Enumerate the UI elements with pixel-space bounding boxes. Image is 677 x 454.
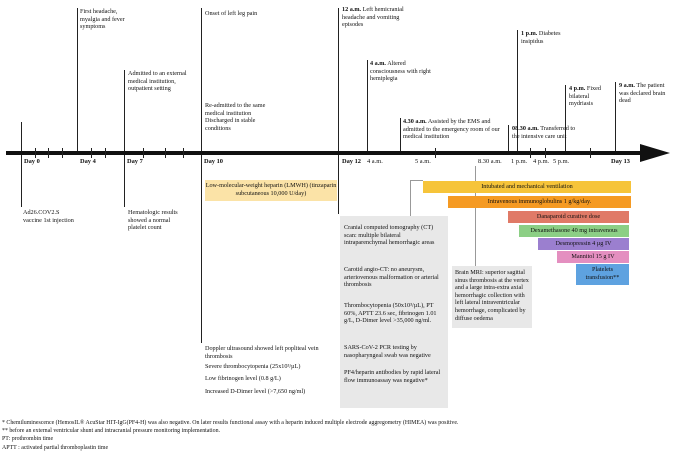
timeline-1pm: 1 p.m.	[511, 158, 528, 165]
event-line-day7	[124, 70, 125, 153]
mri-connector	[475, 166, 476, 266]
timeline-day4: Day 4	[80, 158, 96, 165]
event-altered-time: 4 a.m.	[370, 60, 386, 67]
timeline-day0: Day 0	[24, 158, 40, 165]
event-brain-dead: 9 a.m. The patient was declared brain de…	[619, 82, 675, 105]
event-line-1pm	[517, 30, 518, 153]
event-line-day0-below	[21, 151, 22, 207]
event-line-day12-below	[338, 151, 339, 214]
event-doppler: Doppler ultrasound showed left popliteal…	[205, 345, 319, 360]
axis-tick	[545, 148, 546, 158]
ct-panel-line: Carotid angio-CT: no aneurysm, arteriove…	[344, 266, 439, 289]
event-mydriasis: 4 p.m. Fixed bilateral mydriasis	[569, 85, 613, 108]
event-line-day10	[201, 8, 202, 153]
event-hemicranial: 12 a.m. Left hemicranial headache and vo…	[342, 6, 410, 29]
timeline-5pm: 5 p.m.	[553, 158, 570, 165]
treatment-danaparoid: Danaparoid curative dose	[508, 211, 629, 223]
axis-tick	[35, 148, 36, 158]
event-line-830am	[508, 125, 509, 153]
event-ems-text: Assisted by the EMS and admitted to the …	[403, 118, 500, 141]
ct-connector-h	[410, 180, 423, 181]
treatment-platelets: Platelets transfusion**	[576, 264, 629, 285]
ct-panel-line: Cranial computed tomography (CT) scan: m…	[344, 224, 435, 247]
timeline-day10: Day 10	[204, 158, 223, 165]
event-line-day0-above	[21, 122, 22, 154]
treatment-mannitol: Mannitol 15 g IV	[557, 251, 629, 263]
event-ddimer: Increased D-Dimer level (>7,650 ng/ml)	[205, 388, 306, 395]
event-vaccine: Ad26.COV2.S vaccine 1st injection	[23, 209, 74, 224]
axis-tick	[165, 148, 166, 158]
axis-tick	[143, 148, 144, 158]
event-diabetes-time: 1 p.m.	[521, 30, 538, 37]
event-hemicranial-text: Left hemicranial headache and vomiting e…	[342, 6, 404, 29]
footnote: * Chemiluminescence (HemosIL® AcuStar HI…	[2, 420, 459, 426]
footnote: APTT : activated partial thromboplastin …	[2, 445, 109, 451]
event-line-day4	[77, 8, 78, 153]
axis-tick	[91, 148, 92, 158]
event-line-day7-below	[124, 151, 125, 207]
ct-panel-line: SARS-CoV-2 PCR testing by nasopharyngeal…	[344, 344, 431, 359]
ct-panel-line: PF4/heparin antibodies by rapid lateral …	[344, 369, 441, 384]
axis-tick	[62, 148, 63, 158]
axis-tick	[48, 148, 49, 158]
ct-connector	[410, 180, 411, 216]
timeline-day12: Day 12	[342, 158, 361, 165]
timeline-day7: Day 7	[127, 158, 143, 165]
ct-lab-panel: Cranial computed tomography (CT) scan: m…	[340, 216, 448, 408]
event-line-4pm	[565, 85, 566, 153]
event-line-day10-below	[201, 151, 202, 343]
axis-tick	[183, 148, 184, 158]
event-hemicranial-time: 12 a.m.	[342, 6, 362, 13]
event-admitted-external: Admitted to an external medical institut…	[128, 70, 187, 93]
event-ems: 4.30 a.m. Assisted by the EMS and admitt…	[403, 118, 507, 141]
event-hematologic: Hematologic results showed a normal plat…	[128, 209, 178, 232]
treatment-ivig: Intravenous immunoglobulins 1 g/kg/day.	[448, 196, 631, 208]
event-diabetes-text: Diabetes insipidus	[521, 30, 561, 45]
lmwh-bar: Low-molecular-weight heparin (LMWH) (tin…	[205, 180, 337, 201]
axis-tick	[590, 148, 591, 158]
event-mydriasis-text: Fixed bilateral mydriasis	[569, 85, 601, 108]
axis-tick	[435, 148, 436, 158]
axis-tick	[105, 148, 106, 158]
axis-tick	[530, 148, 531, 158]
ct-panel-line: Thrombocytopenia (50x10³/µL), PT 60%, AP…	[344, 302, 437, 325]
treatment-dexamethasone: Dexamethasone 40 mg intravenous	[519, 225, 629, 237]
event-altered-text: Altered consciousness with right hemiple…	[370, 60, 431, 83]
footnote: ** before an external ventricular shunt …	[2, 428, 221, 434]
event-readmitted: Re-admitted to the same medical institut…	[205, 102, 266, 132]
timeline-5am: 5 a.m.	[415, 158, 431, 165]
timeline-4pm: 4 p.m.	[533, 158, 550, 165]
event-brain-dead-time: 9 a.m.	[619, 82, 635, 89]
footnote: PT: prothrombin time	[2, 436, 54, 442]
event-severe-thrombocytopenia: Severe thrombocytopenia (25x10³/µL)	[205, 363, 301, 370]
event-onset-left-leg: Onset of left leg pain	[205, 10, 258, 17]
event-line-day12	[338, 8, 339, 153]
mri-text: Brain MRI: superior sagittal sinus throm…	[455, 269, 529, 322]
timeline-4am: 4 a.m.	[367, 158, 383, 165]
event-ems-time: 4.30 a.m.	[403, 118, 427, 125]
event-icu-text: Transferred to the intensive care unit	[512, 125, 576, 140]
event-low-fibrinogen: Low fibrinogen level (0.8 g/L)	[205, 375, 281, 382]
timeline-day13: Day 13	[611, 158, 630, 165]
mri-panel: Brain MRI: superior sagittal sinus throm…	[452, 266, 532, 328]
treatment-intubated: Intubated and mechanical ventilation	[423, 181, 631, 193]
event-mydriasis-time: 4 p.m.	[569, 85, 586, 92]
event-diabetes: 1 p.m. Diabetes insipidus	[521, 30, 565, 45]
event-line-9am	[615, 82, 616, 153]
event-icu-time: 08.30 a.m.	[512, 125, 539, 132]
event-line-430am	[400, 118, 401, 153]
event-first-headache: First headache, myalgia and fever sympto…	[80, 8, 125, 31]
event-icu: 08.30 a.m. Transferred to the intensive …	[512, 125, 576, 140]
event-altered: 4 a.m. Altered consciousness with right …	[370, 60, 432, 83]
treatment-desmopressin: Desmopressin 4 µg IV	[538, 238, 629, 250]
timeline-830am: 8.30 a.m.	[478, 158, 502, 165]
timeline-arrowhead	[640, 144, 670, 162]
event-brain-dead-text: The patient was declared brain dead	[619, 82, 666, 105]
event-line-4am	[367, 60, 368, 153]
timeline-axis	[6, 151, 642, 155]
